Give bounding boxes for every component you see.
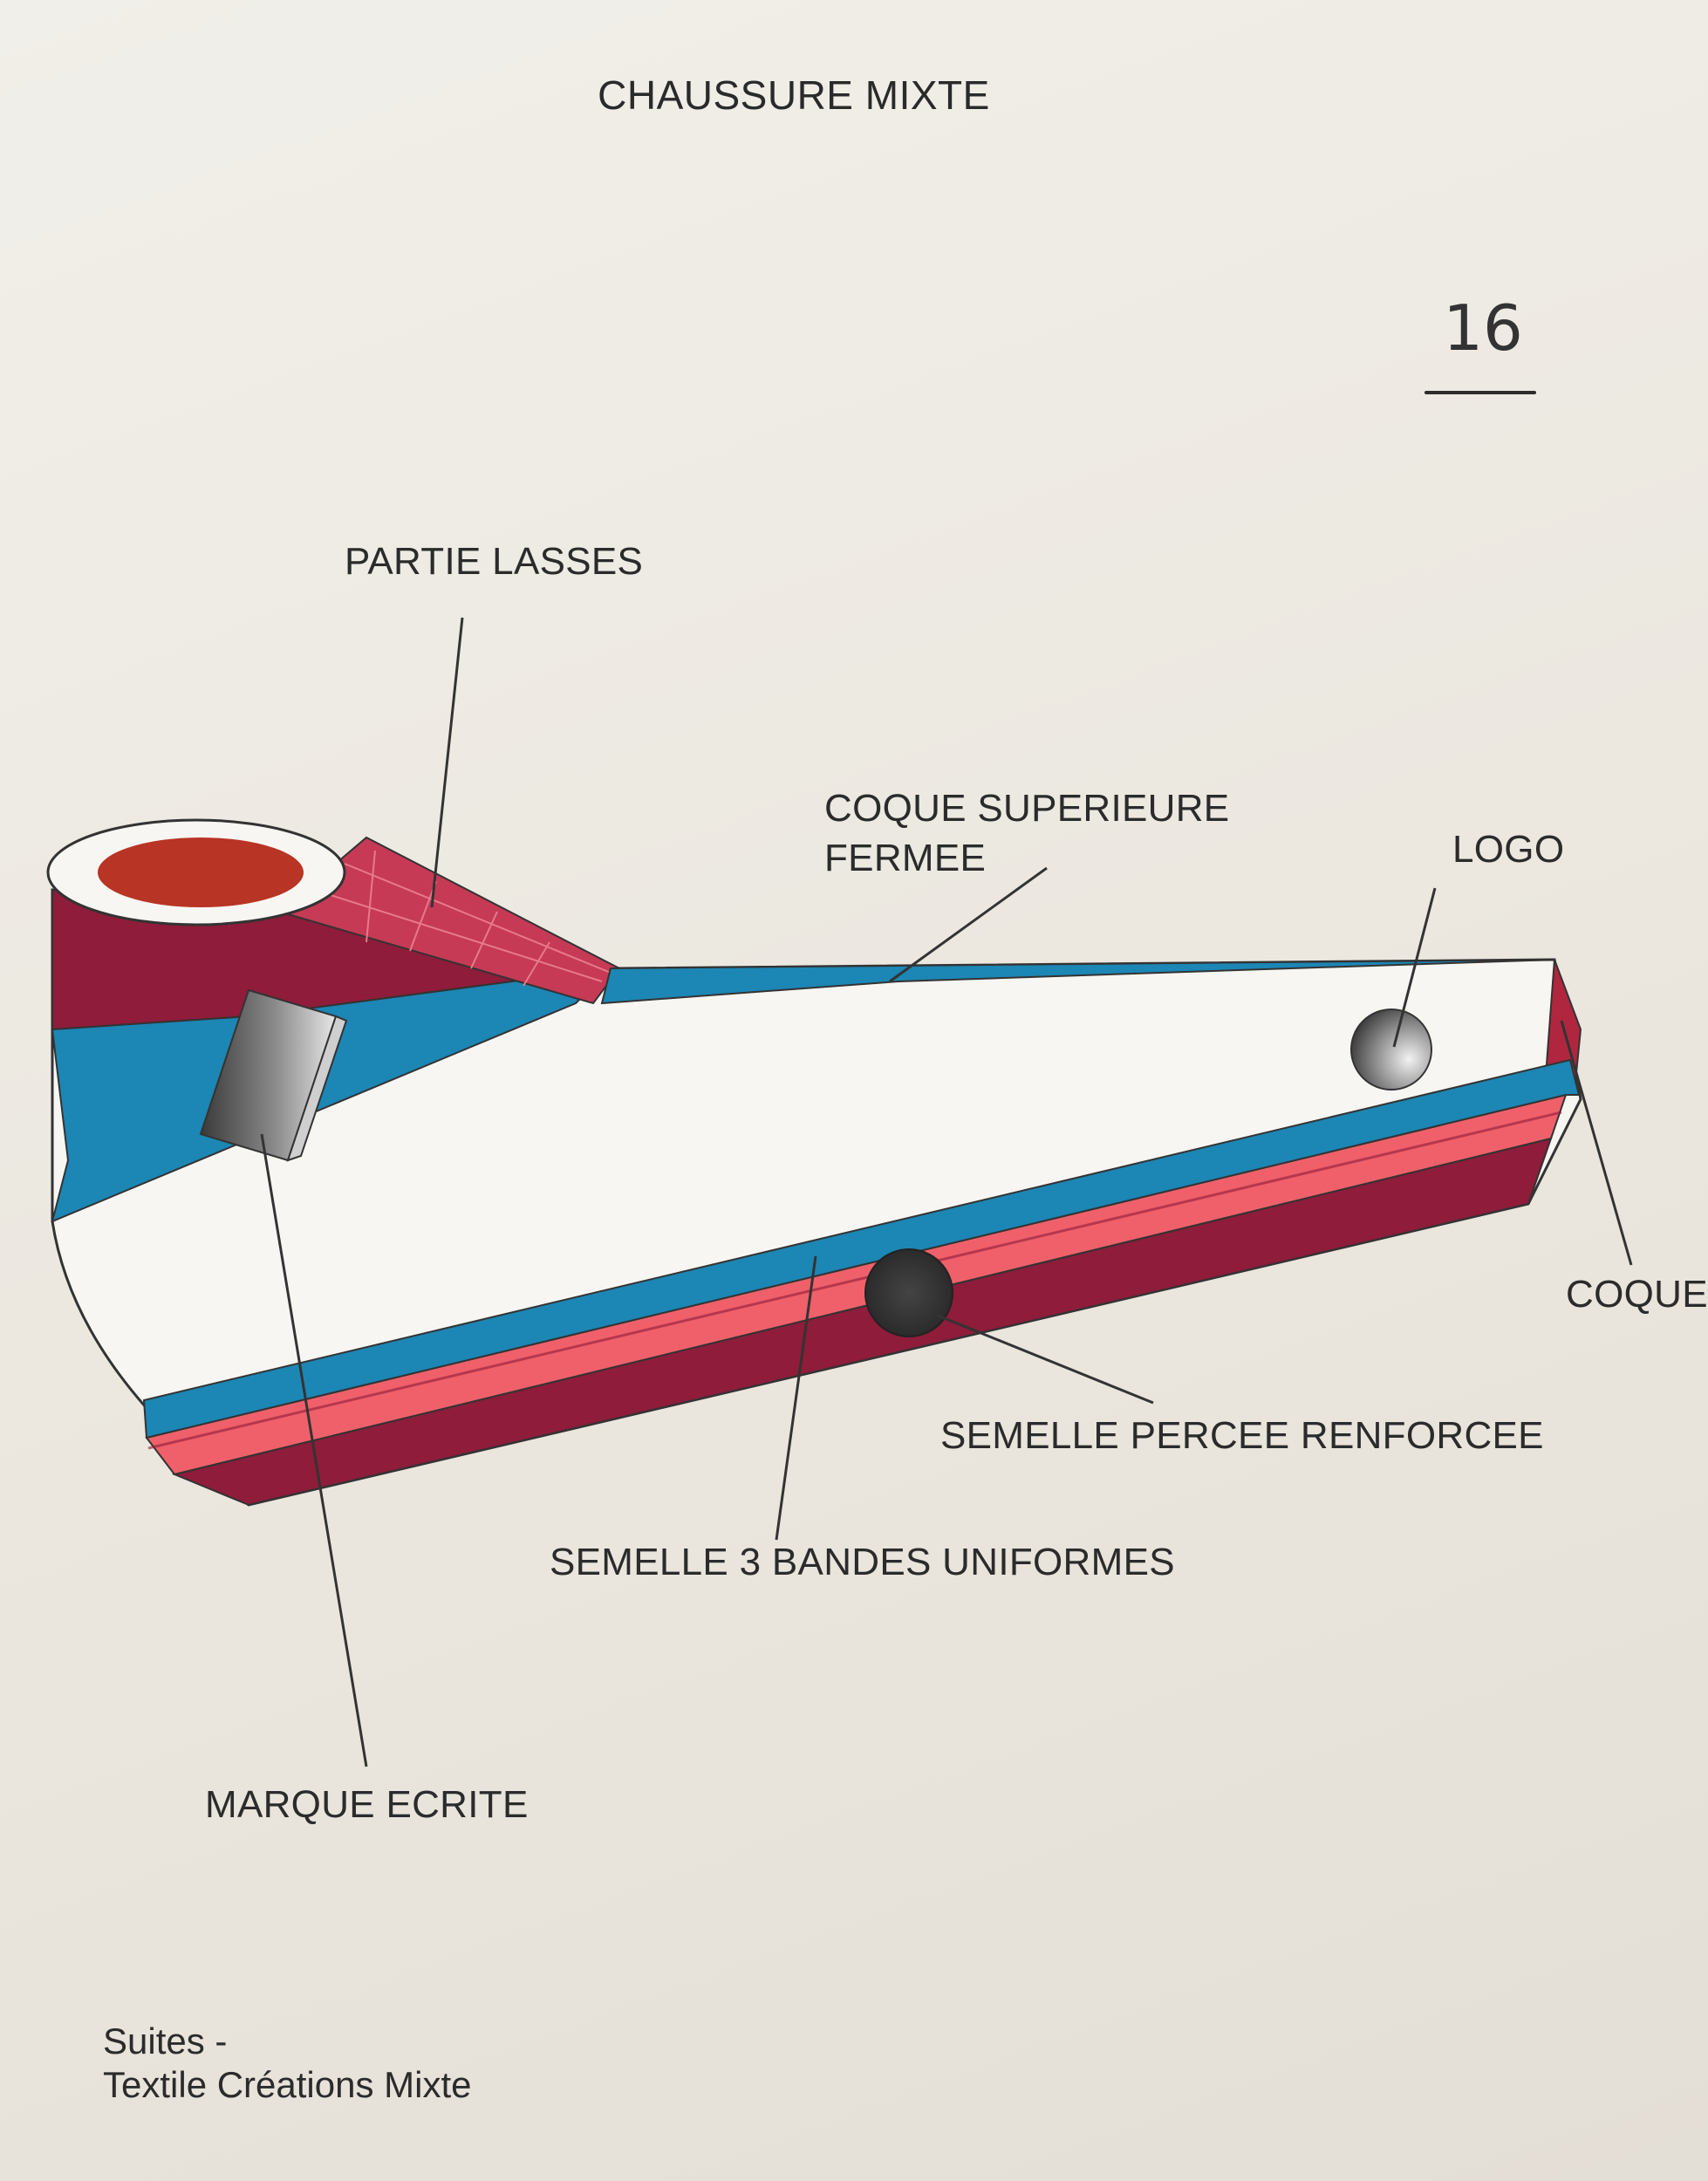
label-semelle-percee: SEMELLE PERCEE RENFORCEE (940, 1411, 1544, 1460)
sole-hole (865, 1249, 953, 1337)
label-coque-superieure: COQUE SUPERIEURE (824, 783, 1229, 833)
label-semelle-bandes: SEMELLE 3 BANDES UNIFORMES (550, 1537, 1175, 1587)
footer-line-2: Textile Créations Mixte (103, 2063, 471, 2107)
label-logo: LOGO (1452, 824, 1564, 874)
footer-line-1: Suites - (103, 2020, 471, 2063)
label-partie-lasses: PARTIE LASSES (345, 537, 643, 586)
insole-red-oval (98, 838, 304, 907)
label-marque-ecrite: MARQUE ECRITE (205, 1780, 529, 1829)
label-fermee: FERMEE (824, 833, 986, 883)
label-coque: COQUE (1566, 1269, 1708, 1319)
logo-circle (1351, 1009, 1431, 1090)
footer-note: Suites - Textile Créations Mixte (103, 2020, 471, 2108)
